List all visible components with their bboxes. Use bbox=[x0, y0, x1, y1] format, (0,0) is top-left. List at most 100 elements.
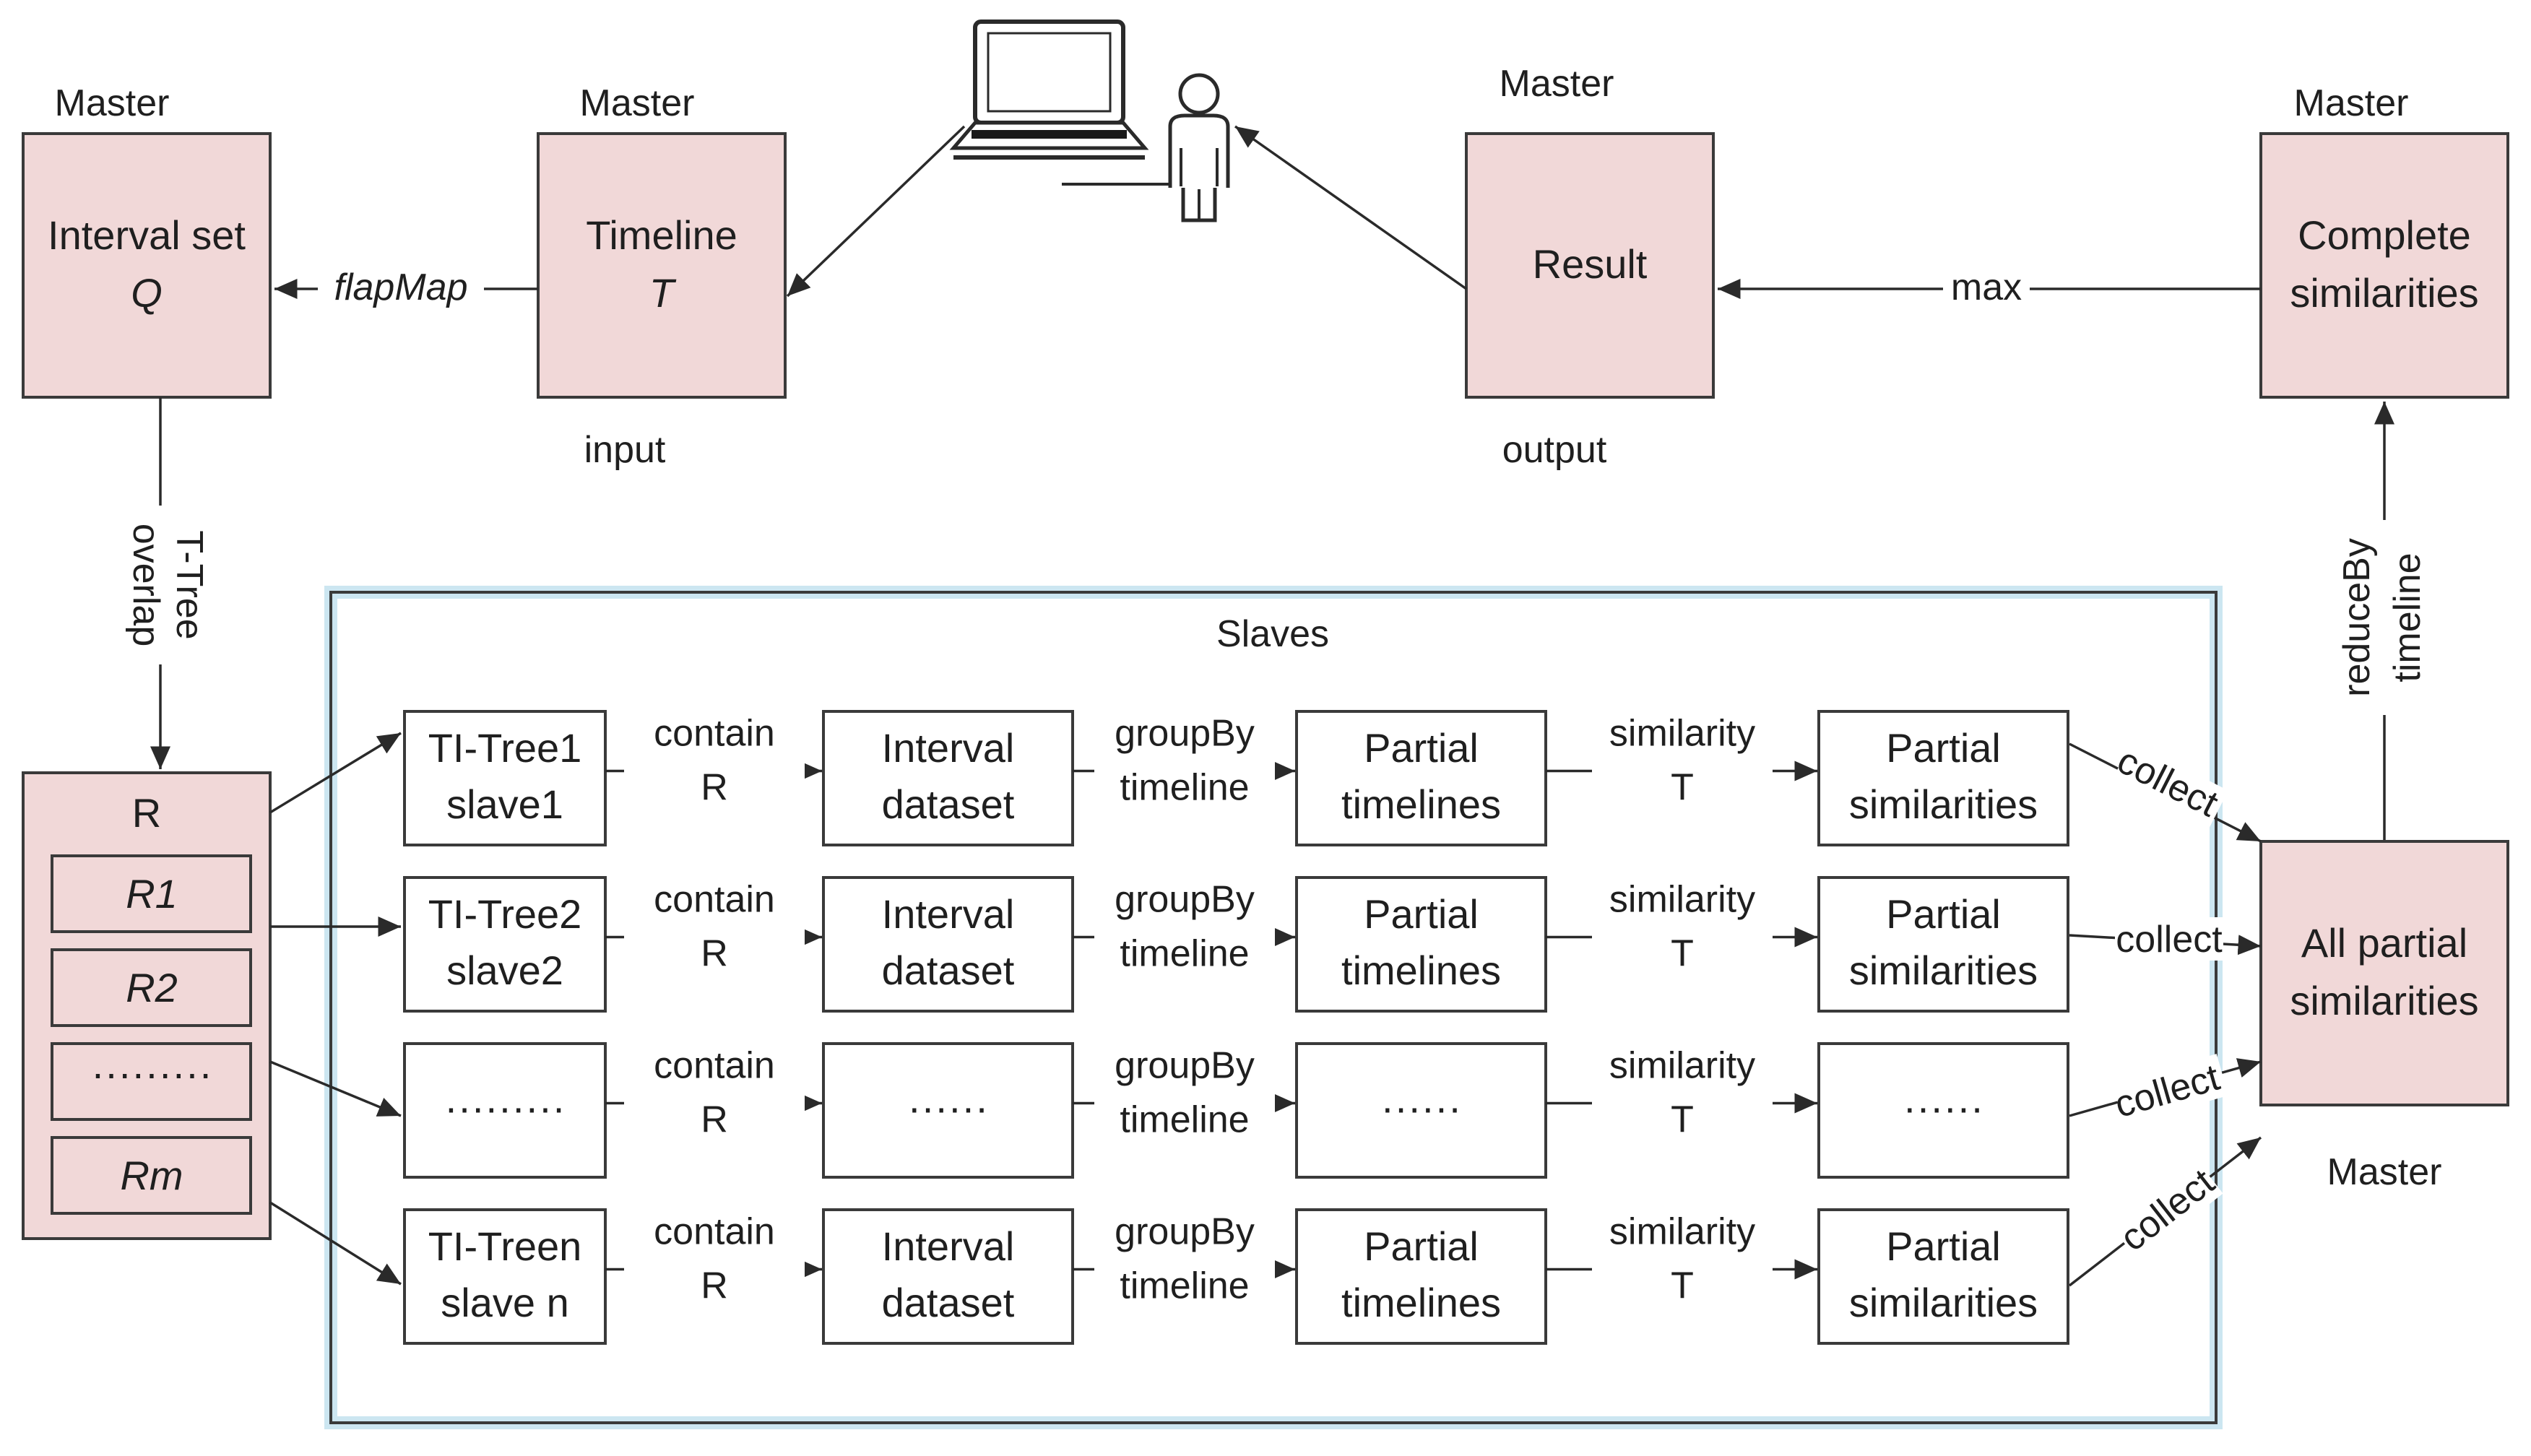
ti-tree-sublabel-4: slave n bbox=[441, 1280, 568, 1325]
groupby-sublabel-4: timeline bbox=[1120, 1265, 1249, 1307]
interval-dataset-label-4: Interval bbox=[882, 1223, 1015, 1269]
result-label: Result bbox=[1533, 241, 1648, 287]
partial-similarities-sublabel-1: similarities bbox=[1849, 781, 2038, 827]
similarity-label-4: similarity bbox=[1609, 1211, 1755, 1253]
interval-set-label: Interval set bbox=[48, 212, 246, 258]
partial-timelines-box-1 bbox=[1295, 710, 1547, 846]
contain-sublabel-2: R bbox=[701, 933, 728, 975]
user-icon bbox=[1062, 73, 1230, 222]
partial-similarities-box-3 bbox=[1817, 1042, 2069, 1179]
timeline-box bbox=[537, 132, 787, 399]
ti-tree-box-3 bbox=[403, 1042, 607, 1179]
partial-timelines-label-1: Partial bbox=[1364, 725, 1479, 771]
interval-dataset-sublabel-1: dataset bbox=[882, 781, 1015, 827]
r2-label: R2 bbox=[126, 965, 178, 1010]
slaves-title: Slaves bbox=[1216, 613, 1329, 655]
groupby-label-3: groupBy bbox=[1115, 1045, 1255, 1087]
partial-similarities-box-4 bbox=[1817, 1208, 2069, 1345]
partial-timelines-sublabel-2: timelines bbox=[1341, 948, 1501, 993]
similarity-sublabel-2: T bbox=[1671, 933, 1694, 975]
r-to-tree4-arrow bbox=[269, 1201, 402, 1286]
partial-timelines-box-4 bbox=[1295, 1208, 1547, 1345]
laptop-icon bbox=[949, 20, 1149, 160]
max-label: max bbox=[1951, 266, 2022, 308]
flapmap-label: flapMap bbox=[334, 266, 468, 308]
r-ellipsis-box bbox=[51, 1042, 252, 1121]
output-caption: output bbox=[1502, 429, 1607, 471]
complete-label-1: Complete bbox=[2298, 212, 2471, 258]
rm-label: Rm bbox=[120, 1153, 183, 1198]
contain-sublabel-3: R bbox=[701, 1099, 728, 1141]
complete-label-2: similarities bbox=[2290, 270, 2478, 316]
interval-dataset-label-1: Interval bbox=[882, 725, 1015, 771]
timeline-role: Master bbox=[580, 82, 695, 124]
collect-label-2: collect bbox=[2116, 919, 2223, 961]
interval-dataset-box-1 bbox=[822, 710, 1074, 846]
r-ellipsis-label: ········· bbox=[91, 1050, 212, 1096]
ti-tree-box-1 bbox=[403, 710, 607, 846]
interval-set-symbol: Q bbox=[131, 270, 163, 316]
all-partial-role: Master bbox=[2327, 1151, 2442, 1193]
partial-timelines-box-3 bbox=[1295, 1042, 1547, 1179]
ti-tree-label-4: TI-Treen bbox=[428, 1223, 582, 1269]
contain-label-1: contain bbox=[654, 713, 775, 755]
result-to-user-arrow bbox=[1234, 125, 1468, 290]
result-box bbox=[1465, 132, 1715, 399]
complete-role: Master bbox=[2294, 82, 2409, 124]
similarity-label-1: similarity bbox=[1609, 713, 1755, 755]
slave-rows: TI-Tree1slave1containRIntervaldatasetgro… bbox=[403, 709, 2069, 1345]
result-role: Master bbox=[1500, 63, 1614, 105]
partial-timelines-label-3: ······ bbox=[1381, 1085, 1462, 1130]
r1-label: R1 bbox=[126, 871, 178, 916]
collect-label-3: collect bbox=[2110, 1057, 2224, 1127]
interval-dataset-sublabel-4: dataset bbox=[882, 1280, 1015, 1325]
interval-dataset-box-3 bbox=[822, 1042, 1074, 1179]
interval-dataset-box-2 bbox=[822, 876, 1074, 1013]
all-partial-label-2: similarities bbox=[2290, 978, 2478, 1023]
contain-sublabel-4: R bbox=[701, 1265, 728, 1307]
similarity-label-2: similarity bbox=[1609, 879, 1755, 921]
timeline-label: Timeline bbox=[586, 212, 737, 258]
partial-timelines-sublabel-4: timelines bbox=[1341, 1280, 1501, 1325]
contain-label-4: contain bbox=[654, 1211, 775, 1253]
groupby-label-2: groupBy bbox=[1115, 879, 1255, 921]
ti-tree-label-1: TI-Tree1 bbox=[428, 725, 582, 771]
partial-similarities-box-2 bbox=[1817, 876, 2069, 1013]
similarity-sublabel-1: T bbox=[1671, 767, 1694, 809]
collect-label-4: collect bbox=[2113, 1161, 2223, 1260]
contain-label-3: contain bbox=[654, 1045, 775, 1087]
partial-similarities-label-4: Partial bbox=[1886, 1223, 2001, 1269]
interval-set-box bbox=[22, 132, 272, 399]
groupby-label-1: groupBy bbox=[1115, 713, 1255, 755]
reduceby-timeline-label: timeline bbox=[2387, 552, 2428, 682]
ti-tree-sublabel-1: slave1 bbox=[446, 781, 563, 827]
groupby-sublabel-1: timeline bbox=[1120, 767, 1249, 809]
ti-tree-sublabel-2: slave2 bbox=[446, 948, 563, 993]
r-to-tree1-arrow bbox=[269, 732, 402, 814]
partial-similarities-label-2: Partial bbox=[1886, 891, 2001, 937]
partial-similarities-box-1 bbox=[1817, 710, 2069, 846]
ti-tree-label-2: TI-Tree2 bbox=[428, 891, 582, 937]
partial-timelines-box-2 bbox=[1295, 876, 1547, 1013]
partial-similarities-sublabel-4: similarities bbox=[1849, 1280, 2038, 1325]
rm-box bbox=[51, 1136, 252, 1215]
slaves-frame bbox=[329, 591, 2218, 1424]
all-partial-box bbox=[2259, 840, 2509, 1106]
interval-dataset-sublabel-2: dataset bbox=[882, 948, 1015, 993]
contain-sublabel-1: R bbox=[701, 767, 728, 809]
similarity-sublabel-4: T bbox=[1671, 1265, 1694, 1307]
similarity-sublabel-3: T bbox=[1671, 1099, 1694, 1141]
partial-timelines-label-2: Partial bbox=[1364, 891, 1479, 937]
complete-similarities-box bbox=[2259, 132, 2509, 399]
r-title: R bbox=[132, 790, 161, 836]
overlap-label: overlap bbox=[125, 524, 167, 647]
groupby-sublabel-3: timeline bbox=[1120, 1099, 1249, 1141]
interval-dataset-box-4 bbox=[822, 1208, 1074, 1345]
partial-similarities-sublabel-2: similarities bbox=[1849, 948, 2038, 993]
similarity-label-3: similarity bbox=[1609, 1045, 1755, 1087]
timeline-symbol: T bbox=[649, 270, 677, 316]
groupby-sublabel-2: timeline bbox=[1120, 933, 1249, 975]
partial-similarities-label-1: Partial bbox=[1886, 725, 2001, 771]
reduceby-label: reduceBy bbox=[2336, 538, 2378, 697]
